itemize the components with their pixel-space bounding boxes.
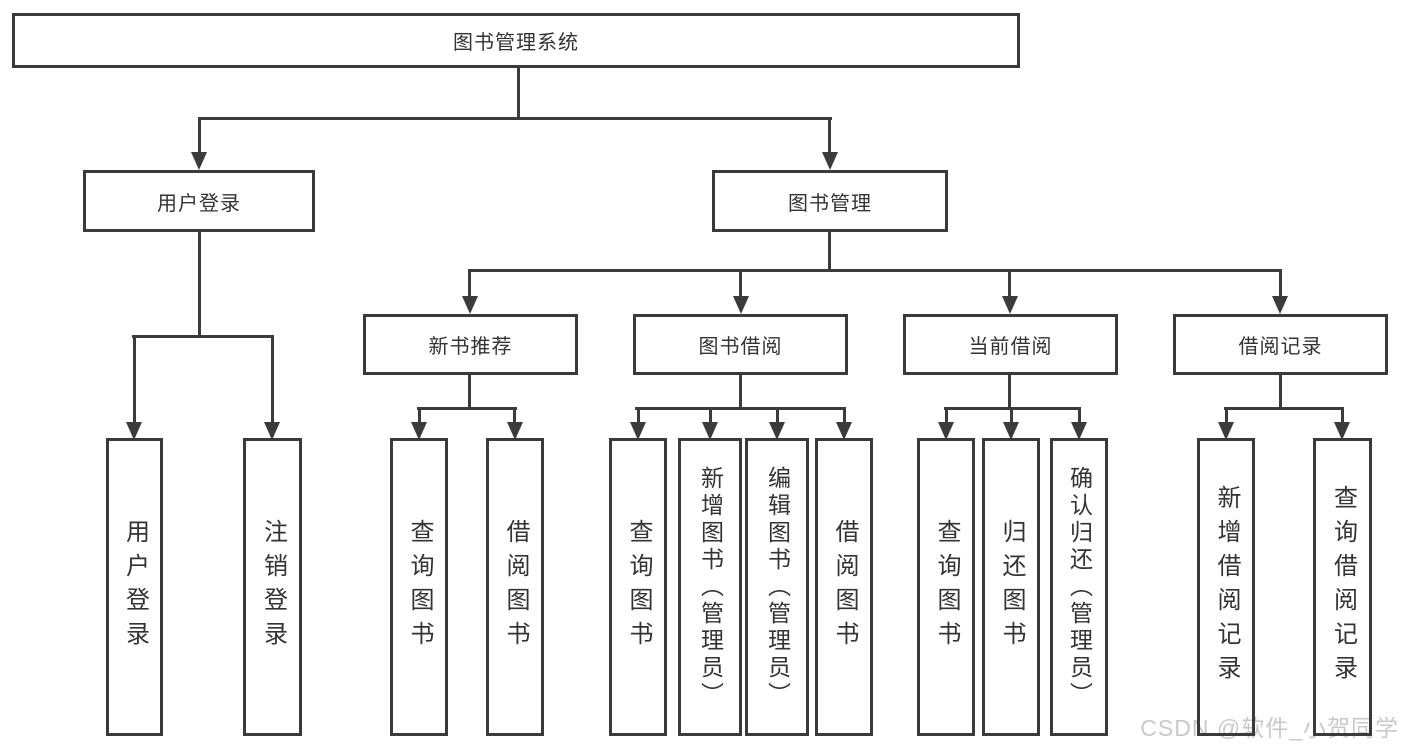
arrowhead-user-login-leaf (126, 422, 142, 440)
leaf-bor-query-books: 查询图书 (609, 438, 667, 736)
connector-drop-current-borrow (1008, 269, 1011, 299)
connector-drop-user-login-leaf (133, 335, 136, 424)
connector-drop-bor-add (709, 407, 712, 426)
leaf-label: 归还图书 (998, 519, 1025, 655)
node-library-management-system: 图书管理系统 (12, 13, 1020, 68)
arrowhead-logout (264, 422, 280, 440)
leaf-label: 注销登录 (259, 519, 287, 655)
connector-drop-bor-edit (776, 407, 779, 426)
connector-drop-book-mgmt (828, 117, 831, 155)
csdn-watermark: CSDN @软件_小贺同学 (1140, 715, 1399, 741)
leaf-rec-borrow-books: 借阅图书 (486, 438, 544, 736)
connector-groupB-stem (739, 374, 742, 409)
leaf-label: 确认归还（管理员） (1066, 465, 1093, 709)
arrowhead-book-borrow (733, 296, 749, 314)
arrowhead-cur-query (938, 422, 954, 440)
connector-drop-cur-query (945, 407, 948, 426)
leaf-logout: 注销登录 (243, 438, 302, 736)
connector-groupD-stem (1279, 374, 1282, 409)
leaf-label: 编辑图书（管理员） (764, 465, 791, 709)
leaf-rec-query-books: 查询图书 (390, 438, 448, 736)
arrowhead-current-borrow (1002, 296, 1018, 314)
node-current-borrowing: 当前借阅 (903, 314, 1118, 375)
connector-drop-new-book-rec (468, 269, 471, 299)
arrowhead-user-login (191, 152, 207, 170)
node-new-book-recommendation: 新书推荐 (363, 314, 578, 375)
node-label: 用户登录 (157, 192, 241, 215)
arrowhead-rec-borrow (507, 422, 523, 440)
arrowhead-borrow-record (1272, 296, 1288, 314)
arrowhead-new-book-rec (462, 296, 478, 314)
arrowhead-book-mgmt (822, 152, 838, 170)
connector-drop-cur-return (1010, 407, 1013, 426)
leaf-label: 用户登录 (121, 519, 149, 655)
leaf-bor-borrow-books: 借阅图书 (815, 438, 873, 736)
connector-drop-borrow-record (1279, 269, 1282, 299)
leaf-cur-return-books: 归还图书 (982, 438, 1040, 736)
connector-groupA-rail (417, 407, 517, 410)
node-label: 图书管理系统 (453, 32, 579, 54)
leaf-user-login: 用户登录 (106, 438, 163, 736)
leaf-cur-confirm-return-admin: 确认归还（管理员） (1050, 438, 1108, 736)
connector-drop-bor-query (637, 407, 640, 426)
node-book-management: 图书管理 (712, 170, 948, 232)
node-label: 图书管理 (788, 192, 872, 215)
connector-drop-rec-query (418, 407, 421, 426)
leaf-label: 查询图书 (406, 519, 433, 655)
connector-level3-rail (468, 269, 1282, 272)
leaf-cur-query-books: 查询图书 (917, 438, 975, 736)
leaf-query-borrow-record: 查询借阅记录 (1313, 438, 1372, 736)
arrowhead-rec-query (411, 422, 427, 440)
connector-drop-user-login (198, 117, 201, 155)
leaf-label: 新增图书（管理员） (697, 465, 724, 709)
connector-drop-rec-borrow (513, 407, 516, 426)
connector-mgmt-stem (828, 232, 831, 272)
leaf-label: 查询图书 (625, 519, 652, 655)
node-label: 图书借阅 (698, 336, 783, 358)
connector-drop-cur-confirm (1078, 407, 1081, 426)
leaf-bor-edit-book-admin: 编辑图书（管理员） (745, 438, 809, 736)
connector-drop-rec2-add (1225, 407, 1228, 426)
node-label: 新书推荐 (428, 336, 513, 358)
leaf-label: 新增借阅记录 (1213, 485, 1240, 689)
arrowhead-rec2-add (1218, 422, 1234, 440)
leaf-label: 查询图书 (933, 519, 960, 655)
arrowhead-bor-borrow (836, 422, 852, 440)
leaf-bor-add-book-admin: 新增图书（管理员） (678, 438, 742, 736)
node-book-borrowing: 图书借阅 (633, 314, 848, 375)
connector-drop-logout (271, 335, 274, 424)
arrowhead-bor-edit (769, 422, 785, 440)
leaf-label: 查询借阅记录 (1329, 485, 1357, 689)
connector-user-stem (198, 232, 201, 338)
connector-level2-rail (198, 117, 832, 120)
connector-groupA-stem (468, 374, 471, 409)
connector-drop-rec2-query (1341, 407, 1344, 426)
node-label: 借阅记录 (1238, 336, 1323, 358)
connector-groupD-rail (1224, 407, 1344, 410)
arrowhead-rec2-query (1334, 422, 1350, 440)
leaf-label: 借阅图书 (502, 519, 529, 655)
arrowhead-cur-confirm (1071, 422, 1087, 440)
connector-groupC-stem (1008, 374, 1011, 409)
arrowhead-cur-return (1003, 422, 1019, 440)
connector-drop-bor-borrow (843, 407, 846, 426)
node-user-login: 用户登录 (83, 170, 315, 232)
node-borrowing-records: 借阅记录 (1173, 314, 1388, 375)
leaf-add-borrow-record: 新增借阅记录 (1197, 438, 1255, 736)
node-label: 当前借阅 (968, 336, 1053, 358)
connector-user-rail (132, 335, 274, 338)
connector-drop-book-borrow (739, 269, 742, 299)
arrowhead-bor-query (630, 422, 646, 440)
leaf-label: 借阅图书 (831, 519, 858, 655)
connector-root-stem (517, 67, 520, 119)
connector-groupB-rail (635, 407, 846, 410)
arrowhead-bor-add (702, 422, 718, 440)
